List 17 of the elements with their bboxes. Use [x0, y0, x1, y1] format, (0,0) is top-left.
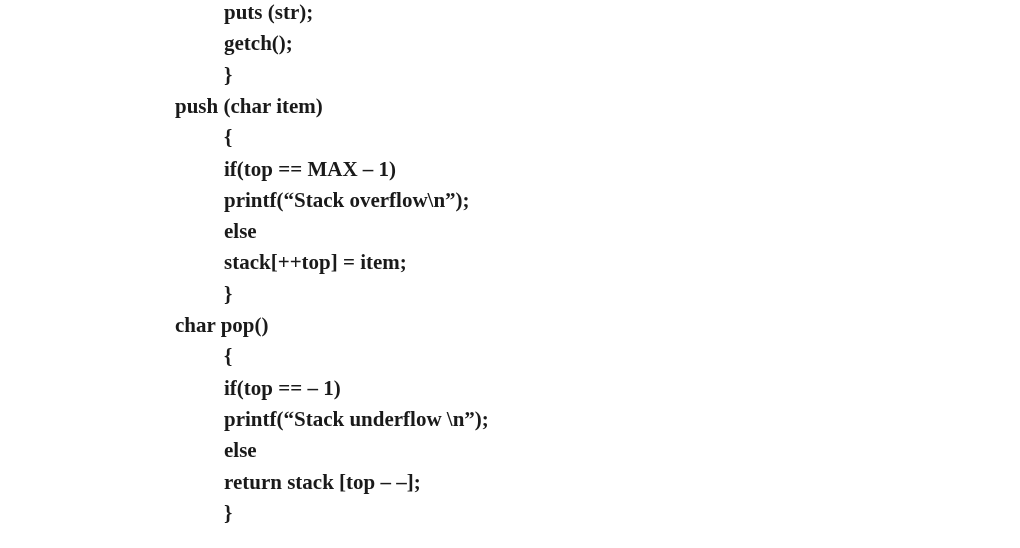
code-line: stack[++top] = item;	[224, 249, 407, 276]
code-line: {	[224, 343, 233, 370]
code-line: else	[224, 218, 257, 245]
code-line: }	[224, 499, 233, 526]
code-line: printf(“Stack underflow \n”);	[224, 405, 489, 432]
code-line: else	[224, 437, 257, 464]
code-line: push (char item)	[175, 92, 323, 119]
code-line: printf(“Stack overflow\n”);	[224, 186, 470, 213]
code-line: if(top == MAX – 1)	[224, 155, 397, 182]
code-line: }	[224, 280, 233, 307]
code-line: getch();	[224, 30, 293, 57]
code-line: char pop()	[175, 312, 269, 338]
code-line: return stack [top – –];	[224, 468, 421, 495]
code-line: }	[224, 61, 233, 88]
code-line: {	[224, 124, 233, 151]
code-line: if(top == – 1)	[224, 374, 341, 401]
code-line: puts (str);	[224, 0, 314, 25]
